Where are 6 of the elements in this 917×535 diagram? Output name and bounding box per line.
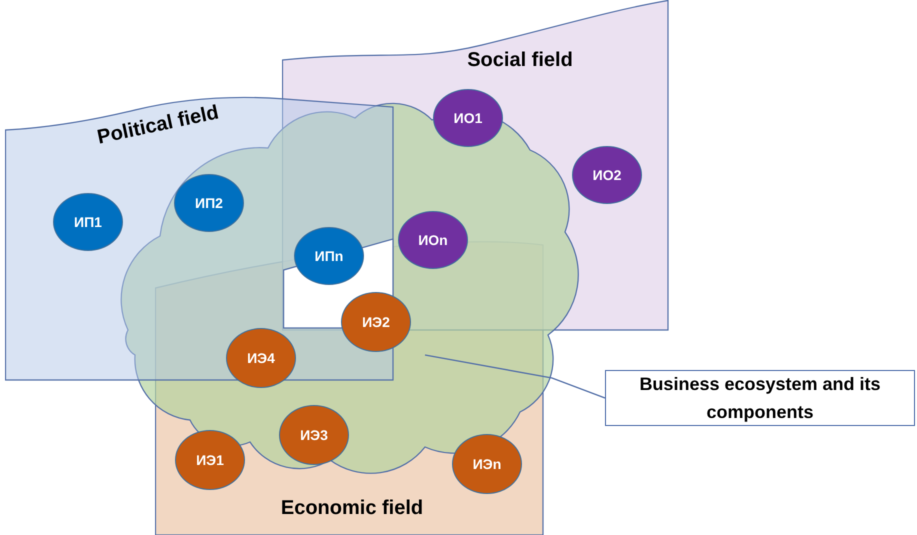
field-label: Economic field: [280, 496, 424, 521]
field-label: Social field: [467, 48, 573, 73]
field-label: Political field: [94, 100, 222, 151]
actor-ellipse: ИП1: [53, 193, 123, 251]
callout-box: Business ecosystem and its components: [605, 370, 915, 426]
leader-line: [424, 354, 606, 399]
